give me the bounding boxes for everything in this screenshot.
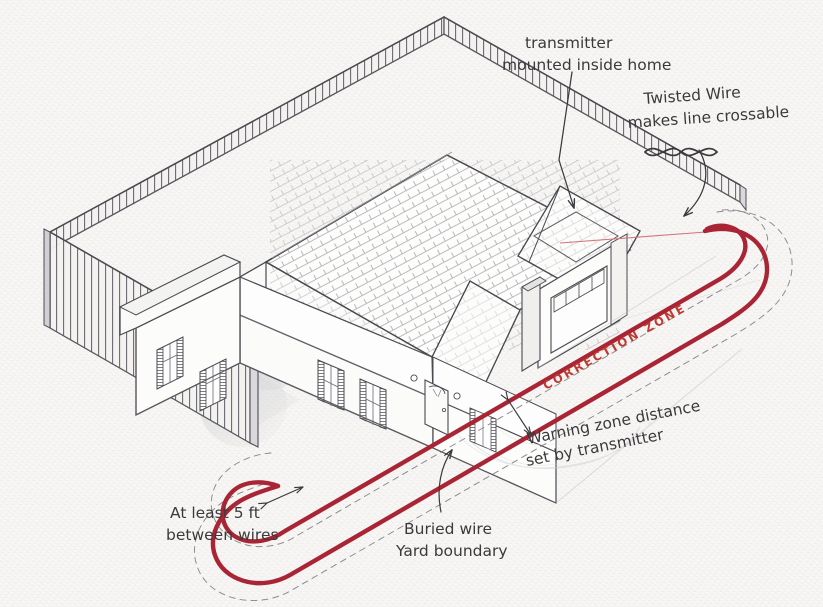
buried-wire-arrow <box>438 450 452 513</box>
window-group-front <box>317 359 387 430</box>
twisted-wire-icon <box>644 147 718 157</box>
dashed-warning-boundary <box>194 209 793 602</box>
single-story-house <box>118 151 641 504</box>
transmitter-label-line2: mounted inside home <box>502 56 671 74</box>
buried-wire-label-line1: Buried wire <box>404 520 492 538</box>
buried-wire-label-line2: Yard boundary <box>395 542 508 560</box>
twisted-wire-pointer-arrow <box>684 149 707 216</box>
transmitter-pointer-arrow <box>558 71 574 208</box>
warning-zone-arrow <box>500 391 532 436</box>
twisted-wire-label-line1: Twisted Wire <box>642 83 741 108</box>
attached-garage <box>517 185 641 372</box>
window-group-left <box>156 336 227 412</box>
wire-spacing-label-line2: between wires <box>166 526 279 544</box>
buried-boundary-wire <box>210 223 770 586</box>
wire-spacing-arrow <box>258 486 304 510</box>
transmitter-label-line1: transmitter <box>525 34 613 52</box>
wire-spacing-label-line1: At least 5 ft <box>170 504 260 522</box>
driveway-and-walkway <box>454 255 761 504</box>
